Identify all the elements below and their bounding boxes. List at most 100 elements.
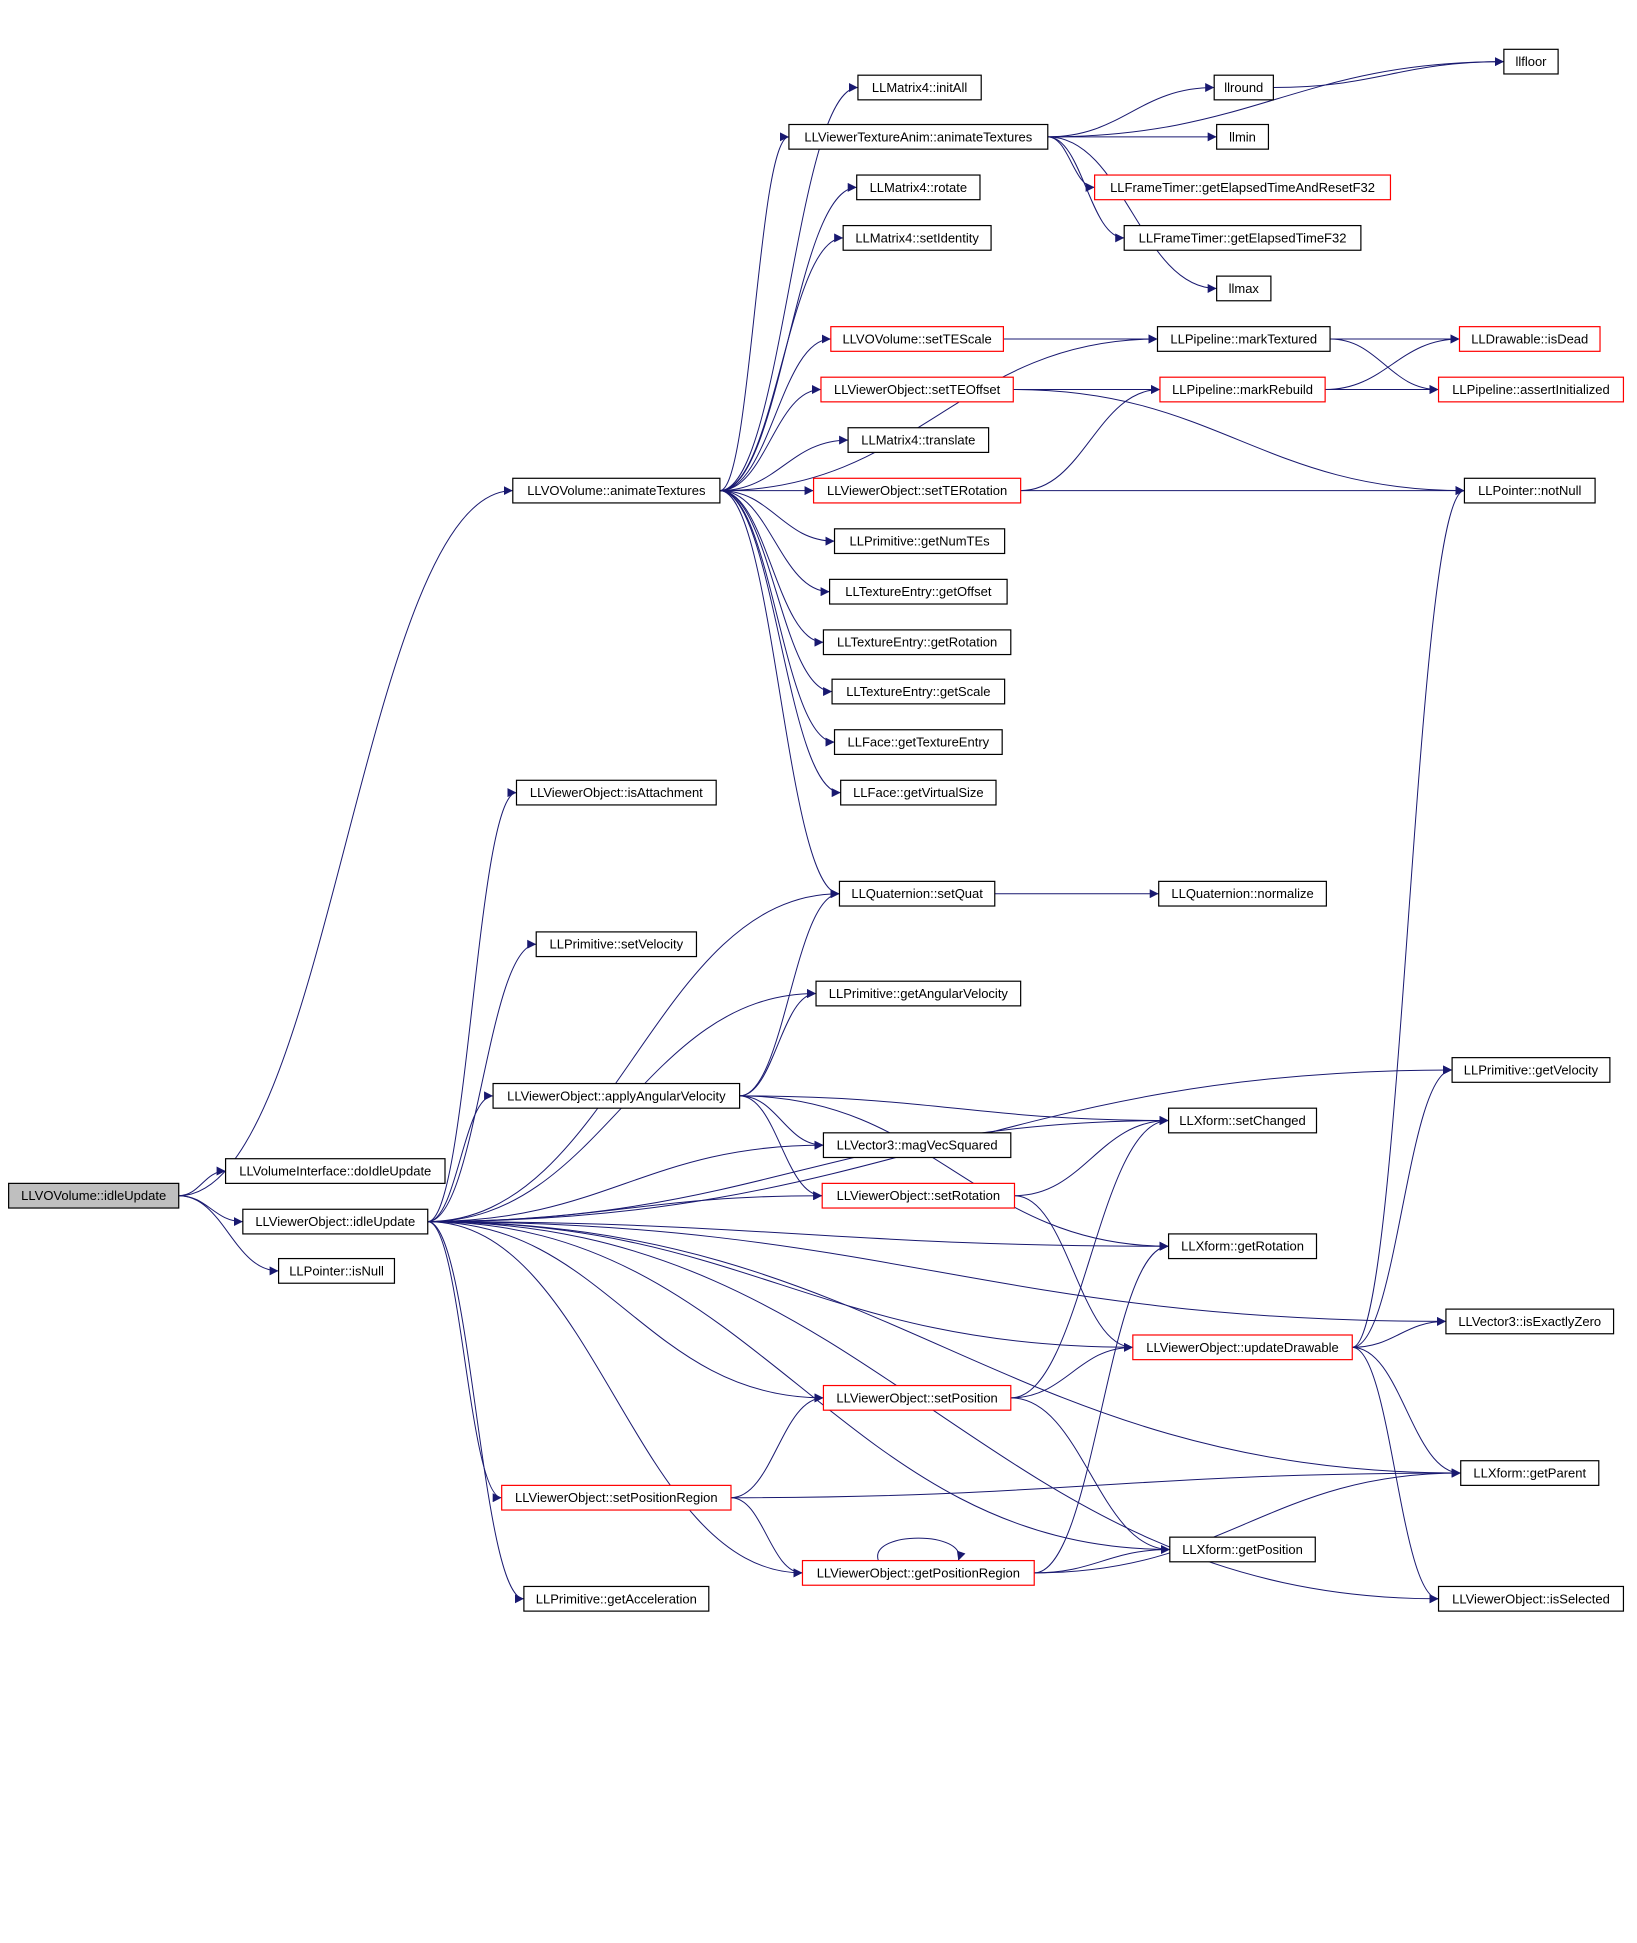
graph-node-setTEOffset[interactable]: LLViewerObject::setTEOffset bbox=[820, 376, 1014, 403]
graph-node-llround[interactable]: llround bbox=[1213, 74, 1274, 101]
graph-node-applyAngularVelocity[interactable]: LLViewerObject::applyAngularVelocity bbox=[492, 1082, 741, 1109]
node-label: LLPipeline::markRebuild bbox=[1172, 382, 1313, 397]
edge-vo_idleUpdate-to-updateDrawable bbox=[427, 1221, 1133, 1352]
node-label: LLFace::getVirtualSize bbox=[853, 785, 984, 800]
node-label: LLVOVolume::idleUpdate bbox=[21, 1188, 166, 1203]
graph-node-assertInitialized[interactable]: LLPipeline::assertInitialized bbox=[1437, 376, 1625, 403]
graph-node-getElapsedTimeAndResetF32[interactable]: LLFrameTimer::getElapsedTimeAndResetF32 bbox=[1094, 174, 1392, 201]
node-label: LLPointer::notNull bbox=[1478, 483, 1581, 498]
node-label: LLPrimitive::getNumTEs bbox=[850, 534, 991, 549]
node-box bbox=[1437, 1585, 1625, 1612]
graph-node-isNull[interactable]: LLPointer::isNull bbox=[277, 1257, 396, 1284]
graph-node-getElapsedTimeF32[interactable]: LLFrameTimer::getElapsedTimeF32 bbox=[1123, 224, 1362, 251]
node-box bbox=[1445, 1308, 1615, 1335]
graph-node-vta_animateTextures[interactable]: LLViewerTextureAnim::animateTextures bbox=[788, 123, 1049, 150]
edge-vo_idleUpdate-to-getAcceleration bbox=[427, 1221, 524, 1604]
node-label: LLFrameTimer::getElapsedTimeAndResetF32 bbox=[1110, 180, 1375, 195]
graph-node-setChanged[interactable]: LLXform::setChanged bbox=[1167, 1107, 1318, 1134]
graph-node-rotate[interactable]: LLMatrix4::rotate bbox=[856, 174, 981, 201]
node-label: LLPrimitive::setVelocity bbox=[550, 937, 684, 952]
node-box bbox=[1169, 1536, 1316, 1563]
graph-node-xf_getRotation[interactable]: LLXform::getRotation bbox=[1167, 1233, 1318, 1260]
graph-node-setTERotation[interactable]: LLViewerObject::setTERotation bbox=[812, 477, 1022, 504]
graph-node-isDead[interactable]: LLDrawable::isDead bbox=[1458, 326, 1601, 352]
edge-layer bbox=[178, 57, 1504, 1604]
edge-animateTextures-to-setTEScale bbox=[719, 334, 831, 492]
graph-node-setPosition[interactable]: LLViewerObject::setPosition bbox=[822, 1384, 1012, 1411]
graph-node-getAcceleration[interactable]: LLPrimitive::getAcceleration bbox=[523, 1585, 710, 1612]
node-box bbox=[833, 729, 1003, 756]
graph-node-llfloor[interactable]: llfloor bbox=[1503, 48, 1559, 75]
graph-node-markRebuild[interactable]: LLPipeline::markRebuild bbox=[1159, 376, 1326, 403]
edge-applyAngularVelocity-to-setChanged bbox=[739, 1095, 1169, 1126]
graph-node-setVelocity[interactable]: LLPrimitive::setVelocity bbox=[535, 931, 698, 958]
graph-node-normalize[interactable]: LLQuaternion::normalize bbox=[1158, 880, 1327, 907]
graph-node-doIdleUpdate[interactable]: LLVolumeInterface::doIdleUpdate bbox=[224, 1158, 446, 1184]
graph-node-getAngularVelocity[interactable]: LLPrimitive::getAngularVelocity bbox=[815, 980, 1022, 1007]
node-box bbox=[1158, 880, 1327, 907]
graph-node-isSelected[interactable]: LLViewerObject::isSelected bbox=[1437, 1585, 1625, 1612]
edge-updateDrawable-to-getVelocity bbox=[1352, 1065, 1453, 1348]
node-box bbox=[842, 224, 992, 251]
graph-node-getTextureEntry[interactable]: LLFace::getTextureEntry bbox=[833, 729, 1003, 756]
node-box bbox=[515, 779, 717, 806]
edge-llround-to-llfloor bbox=[1273, 57, 1504, 89]
edge-applyAngularVelocity-to-magVecSquared bbox=[739, 1095, 824, 1150]
graph-node-setIdentity[interactable]: LLMatrix4::setIdentity bbox=[842, 224, 992, 251]
edge-vo_idleUpdate-to-setChanged bbox=[427, 1116, 1169, 1223]
edge-setPositionRegion-to-getPositionRegion bbox=[730, 1497, 803, 1578]
edge-vo_idleUpdate-to-setQuat bbox=[427, 889, 840, 1223]
graph-node-updateDrawable[interactable]: LLViewerObject::updateDrawable bbox=[1132, 1334, 1353, 1361]
edge-getPositionRegion-to-getPositionRegion bbox=[877, 1537, 966, 1561]
graph-node-setQuat[interactable]: LLQuaternion::setQuat bbox=[838, 880, 996, 907]
edge-vo_idleUpdate-to-getPositionRegion bbox=[427, 1221, 803, 1578]
edge-setRotation-to-setChanged bbox=[1014, 1116, 1169, 1197]
graph-node-te_getRotation[interactable]: LLTextureEntry::getRotation bbox=[822, 629, 1012, 656]
graph-node-getVelocity[interactable]: LLPrimitive::getVelocity bbox=[1451, 1057, 1611, 1083]
graph-node-getVirtualSize[interactable]: LLFace::getVirtualSize bbox=[840, 779, 997, 806]
graph-node-vo_idleUpdate[interactable]: LLViewerObject::idleUpdate bbox=[242, 1208, 429, 1235]
graph-node-setPositionRegion[interactable]: LLViewerObject::setPositionRegion bbox=[501, 1484, 732, 1511]
node-box bbox=[831, 678, 1006, 705]
node-label: LLXform::getParent bbox=[1473, 1466, 1586, 1481]
graph-node-isExactlyZero[interactable]: LLVector3::isExactlyZero bbox=[1445, 1308, 1615, 1335]
node-box bbox=[847, 427, 990, 453]
graph-node-idleUpdate_vol[interactable]: LLVOVolume::idleUpdate bbox=[8, 1182, 180, 1209]
graph-node-xf_getPosition[interactable]: LLXform::getPosition bbox=[1169, 1536, 1316, 1563]
graph-node-te_getOffset[interactable]: LLTextureEntry::getOffset bbox=[828, 578, 1008, 605]
graph-node-setRotation[interactable]: LLViewerObject::setRotation bbox=[821, 1182, 1016, 1209]
graph-node-getParent[interactable]: LLXform::getParent bbox=[1460, 1460, 1600, 1486]
node-label: llround bbox=[1224, 80, 1263, 95]
node-box bbox=[822, 1132, 1012, 1159]
node-box bbox=[224, 1158, 446, 1184]
node-label: LLViewerObject::setTERotation bbox=[827, 483, 1007, 498]
graph-node-animateTextures[interactable]: LLVOVolume::animateTextures bbox=[512, 477, 721, 504]
graph-node-llmax[interactable]: llmax bbox=[1216, 275, 1272, 302]
edge-vta_animateTextures-to-llround bbox=[1047, 83, 1215, 138]
graph-node-te_getScale[interactable]: LLTextureEntry::getScale bbox=[831, 678, 1006, 705]
node-box bbox=[1159, 376, 1326, 403]
graph-node-initAll[interactable]: LLMatrix4::initAll bbox=[857, 74, 982, 101]
node-label: LLXform::getPosition bbox=[1182, 1542, 1303, 1557]
node-box bbox=[1216, 123, 1270, 150]
node-box bbox=[1213, 74, 1274, 101]
node-box bbox=[838, 880, 996, 907]
graph-node-magVecSquared[interactable]: LLVector3::magVecSquared bbox=[822, 1132, 1012, 1159]
edge-vo_idleUpdate-to-setVelocity bbox=[427, 939, 537, 1223]
graph-node-getPositionRegion[interactable]: LLViewerObject::getPositionRegion bbox=[801, 1559, 1035, 1586]
node-label: LLDrawable::isDead bbox=[1471, 331, 1588, 346]
edge-vo_idleUpdate-to-setPositionRegion bbox=[427, 1221, 502, 1503]
graph-node-setTEScale[interactable]: LLVOVolume::setTEScale bbox=[830, 326, 1005, 352]
edge-animateTextures-to-getVirtualSize bbox=[719, 490, 841, 798]
graph-node-llmin[interactable]: llmin bbox=[1216, 123, 1270, 150]
node-label: LLXform::getRotation bbox=[1181, 1239, 1304, 1254]
node-box bbox=[1132, 1334, 1353, 1361]
edge-vo_idleUpdate-to-setRotation bbox=[427, 1191, 823, 1223]
graph-node-notNull[interactable]: LLPointer::notNull bbox=[1463, 477, 1596, 504]
graph-node-translate[interactable]: LLMatrix4::translate bbox=[847, 427, 990, 453]
graph-node-getNumTEs[interactable]: LLPrimitive::getNumTEs bbox=[833, 528, 1006, 555]
graph-node-isAttachment[interactable]: LLViewerObject::isAttachment bbox=[515, 779, 717, 806]
graph-node-markTextured[interactable]: LLPipeline::markTextured bbox=[1156, 326, 1331, 352]
edge-animateTextures-to-te_getOffset bbox=[719, 490, 830, 597]
